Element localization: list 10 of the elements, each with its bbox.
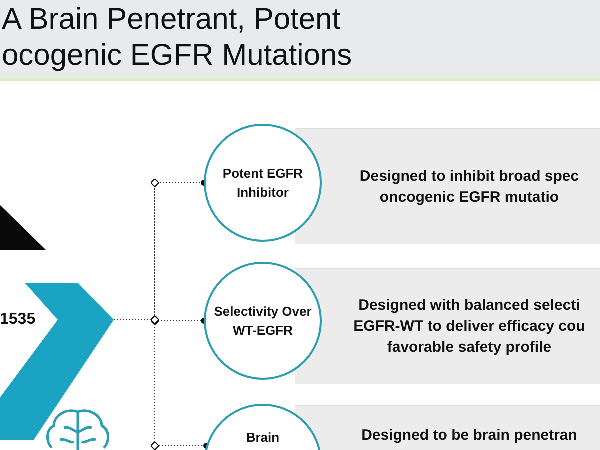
description-text: Designed to be brain penetran: [362, 426, 578, 446]
title: A Brain Penetrant, Potent ocogenic EGFR Mutations: [2, 2, 354, 74]
circle-label: Brain: [246, 429, 280, 447]
circle-label: Potent EGFR Inhibitor: [222, 165, 304, 202]
drug-code: 1535: [0, 310, 36, 330]
description-text: Designed with balanced selecti EGFR-WT to deliver efficacy cou favorable safety profile: [352, 296, 586, 358]
chevron-shape: [0, 283, 114, 440]
description-card: [295, 405, 600, 450]
description-text: Designed to inhibit broad spec oncogenic EGFR mutatio: [358, 166, 580, 208]
circle-label: Selectivity Over WT-EGFR: [213, 303, 313, 340]
